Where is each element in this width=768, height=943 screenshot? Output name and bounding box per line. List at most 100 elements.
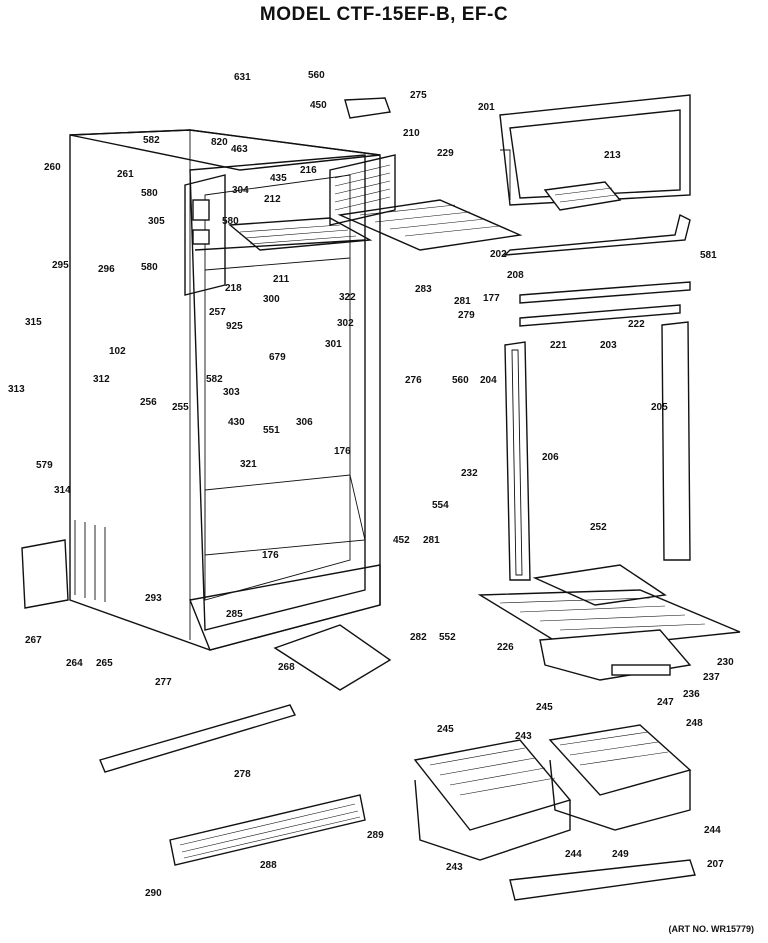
- part-label-430: 430: [228, 417, 245, 428]
- door-shelf-202: [503, 213, 691, 256]
- part-label-631: 631: [234, 72, 251, 83]
- part-label-315: 315: [25, 317, 42, 328]
- part-label-314: 314: [54, 485, 71, 496]
- part-label-102: 102: [109, 346, 126, 357]
- part-label-211: 211: [273, 274, 290, 285]
- part-label-293: 293: [145, 593, 162, 604]
- part-label-303: 303: [223, 387, 240, 398]
- part-label-450: 450: [310, 100, 327, 111]
- part-label-560: 560: [452, 375, 469, 386]
- part-label-176: 176: [334, 446, 351, 457]
- top-hinge-275: [344, 97, 391, 119]
- part-label-582: 582: [143, 135, 160, 146]
- part-label-580: 580: [141, 262, 158, 273]
- part-label-300: 300: [263, 294, 280, 305]
- part-label-260: 260: [44, 162, 61, 173]
- part-label-322: 322: [339, 292, 356, 303]
- door-gasket-205: [661, 321, 691, 561]
- part-label-207: 207: [707, 859, 724, 870]
- part-label-301: 301: [325, 339, 342, 350]
- part-label-202: 202: [490, 249, 507, 260]
- rail-208: [519, 281, 691, 304]
- part-label-232: 232: [461, 468, 478, 479]
- part-label-229: 229: [437, 148, 454, 159]
- part-label-275: 275: [410, 90, 427, 101]
- part-label-321: 321: [240, 459, 257, 470]
- part-label-267: 267: [25, 635, 42, 646]
- part-label-296: 296: [98, 264, 115, 275]
- part-label-580: 580: [222, 216, 239, 227]
- grille-288: [169, 794, 366, 866]
- part-label-560: 560: [308, 70, 325, 81]
- part-label-281: 281: [423, 535, 440, 546]
- part-label-205: 205: [651, 402, 668, 413]
- control-panel-assembly: [184, 174, 226, 296]
- part-label-248: 248: [686, 718, 703, 729]
- part-label-249: 249: [612, 849, 629, 860]
- part-label-288: 288: [260, 860, 277, 871]
- part-label-264: 264: [66, 658, 83, 669]
- part-label-236: 236: [683, 689, 700, 700]
- part-label-243: 243: [446, 862, 463, 873]
- part-label-554: 554: [432, 500, 449, 511]
- part-label-244: 244: [565, 849, 582, 860]
- part-label-221: 221: [550, 340, 567, 351]
- part-label-289: 289: [367, 830, 384, 841]
- part-label-452: 452: [393, 535, 410, 546]
- part-label-257: 257: [209, 307, 226, 318]
- part-label-580: 580: [141, 188, 158, 199]
- side-panel-267: [21, 539, 69, 609]
- part-label-279: 279: [458, 310, 475, 321]
- crisper-pan-right: [548, 724, 692, 831]
- door-bin-207: [509, 859, 696, 901]
- part-label-551: 551: [263, 425, 280, 436]
- part-label-245: 245: [536, 702, 553, 713]
- art-number: (ART NO. WR15779): [668, 924, 754, 934]
- part-label-277: 277: [155, 677, 172, 688]
- part-label-295: 295: [52, 260, 69, 271]
- part-label-283: 283: [415, 284, 432, 295]
- part-label-579: 579: [36, 460, 53, 471]
- part-label-268: 268: [278, 662, 295, 673]
- part-label-820: 820: [211, 137, 228, 148]
- part-label-285: 285: [226, 609, 243, 620]
- part-label-226: 226: [497, 642, 514, 653]
- part-label-282: 282: [410, 632, 427, 643]
- part-label-245: 245: [437, 724, 454, 735]
- part-label-177: 177: [483, 293, 500, 304]
- part-label-230: 230: [717, 657, 734, 668]
- part-label-261: 261: [117, 169, 134, 180]
- cabinet-body: [69, 129, 381, 651]
- rail-203: [519, 304, 681, 327]
- part-label-206: 206: [542, 452, 559, 463]
- part-label-237: 237: [703, 672, 720, 683]
- part-label-290: 290: [145, 888, 162, 899]
- part-label-176: 176: [262, 550, 279, 561]
- part-label-304: 304: [232, 185, 249, 196]
- freezer-wire-shelf: [329, 154, 523, 251]
- part-label-201: 201: [478, 102, 495, 113]
- part-label-552: 552: [439, 632, 456, 643]
- diagram-title: MODEL CTF-15EF-B, EF-C: [259, 4, 509, 25]
- crisper-pan-left: [413, 739, 572, 861]
- crisper-cover-252: [532, 564, 667, 606]
- part-label-213: 213: [604, 150, 621, 161]
- part-label-305: 305: [148, 216, 165, 227]
- part-label-255: 255: [172, 402, 189, 413]
- part-label-312: 312: [93, 374, 110, 385]
- part-label-582: 582: [206, 374, 223, 385]
- part-label-281: 281: [454, 296, 471, 307]
- drip-tray-268: [273, 624, 392, 691]
- part-label-243: 243: [515, 731, 532, 742]
- door-frame-206: [504, 341, 531, 581]
- part-label-208: 208: [507, 270, 524, 281]
- part-label-306: 306: [296, 417, 313, 428]
- part-label-247: 247: [657, 697, 674, 708]
- fresh-food-shelf-226: [477, 589, 741, 651]
- part-label-925: 925: [226, 321, 243, 332]
- part-label-302: 302: [337, 318, 354, 329]
- part-label-222: 222: [628, 319, 645, 330]
- part-label-204: 204: [480, 375, 497, 386]
